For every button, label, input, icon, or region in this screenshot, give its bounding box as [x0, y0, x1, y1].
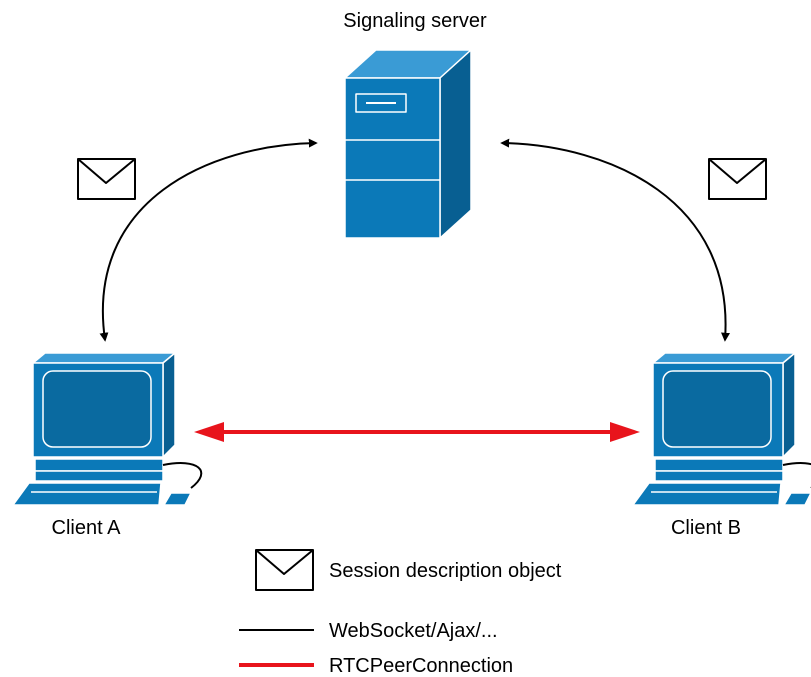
- legend-rtc: RTCPeerConnection: [329, 655, 513, 677]
- legend: Session description object WebSocket/Aja…: [239, 549, 562, 677]
- envelope-icon: [708, 158, 767, 200]
- desktop-computer-icon: [632, 352, 811, 506]
- client-a-label: Client A: [52, 517, 122, 539]
- server-label: Signaling server: [343, 10, 487, 32]
- legend-session-description: Session description object: [329, 560, 562, 582]
- envelope-icon: [77, 158, 136, 200]
- signaling-link-a: [99, 138, 318, 342]
- legend-websocket: WebSocket/Ajax/...: [329, 620, 498, 642]
- signaling-link-b: [500, 138, 730, 342]
- desktop-computer-icon: [12, 352, 203, 506]
- envelope-icon: [255, 549, 314, 591]
- server-tower-icon: [344, 49, 472, 239]
- client-b-label: Client B: [671, 517, 741, 539]
- peer-connection-link: [194, 422, 640, 442]
